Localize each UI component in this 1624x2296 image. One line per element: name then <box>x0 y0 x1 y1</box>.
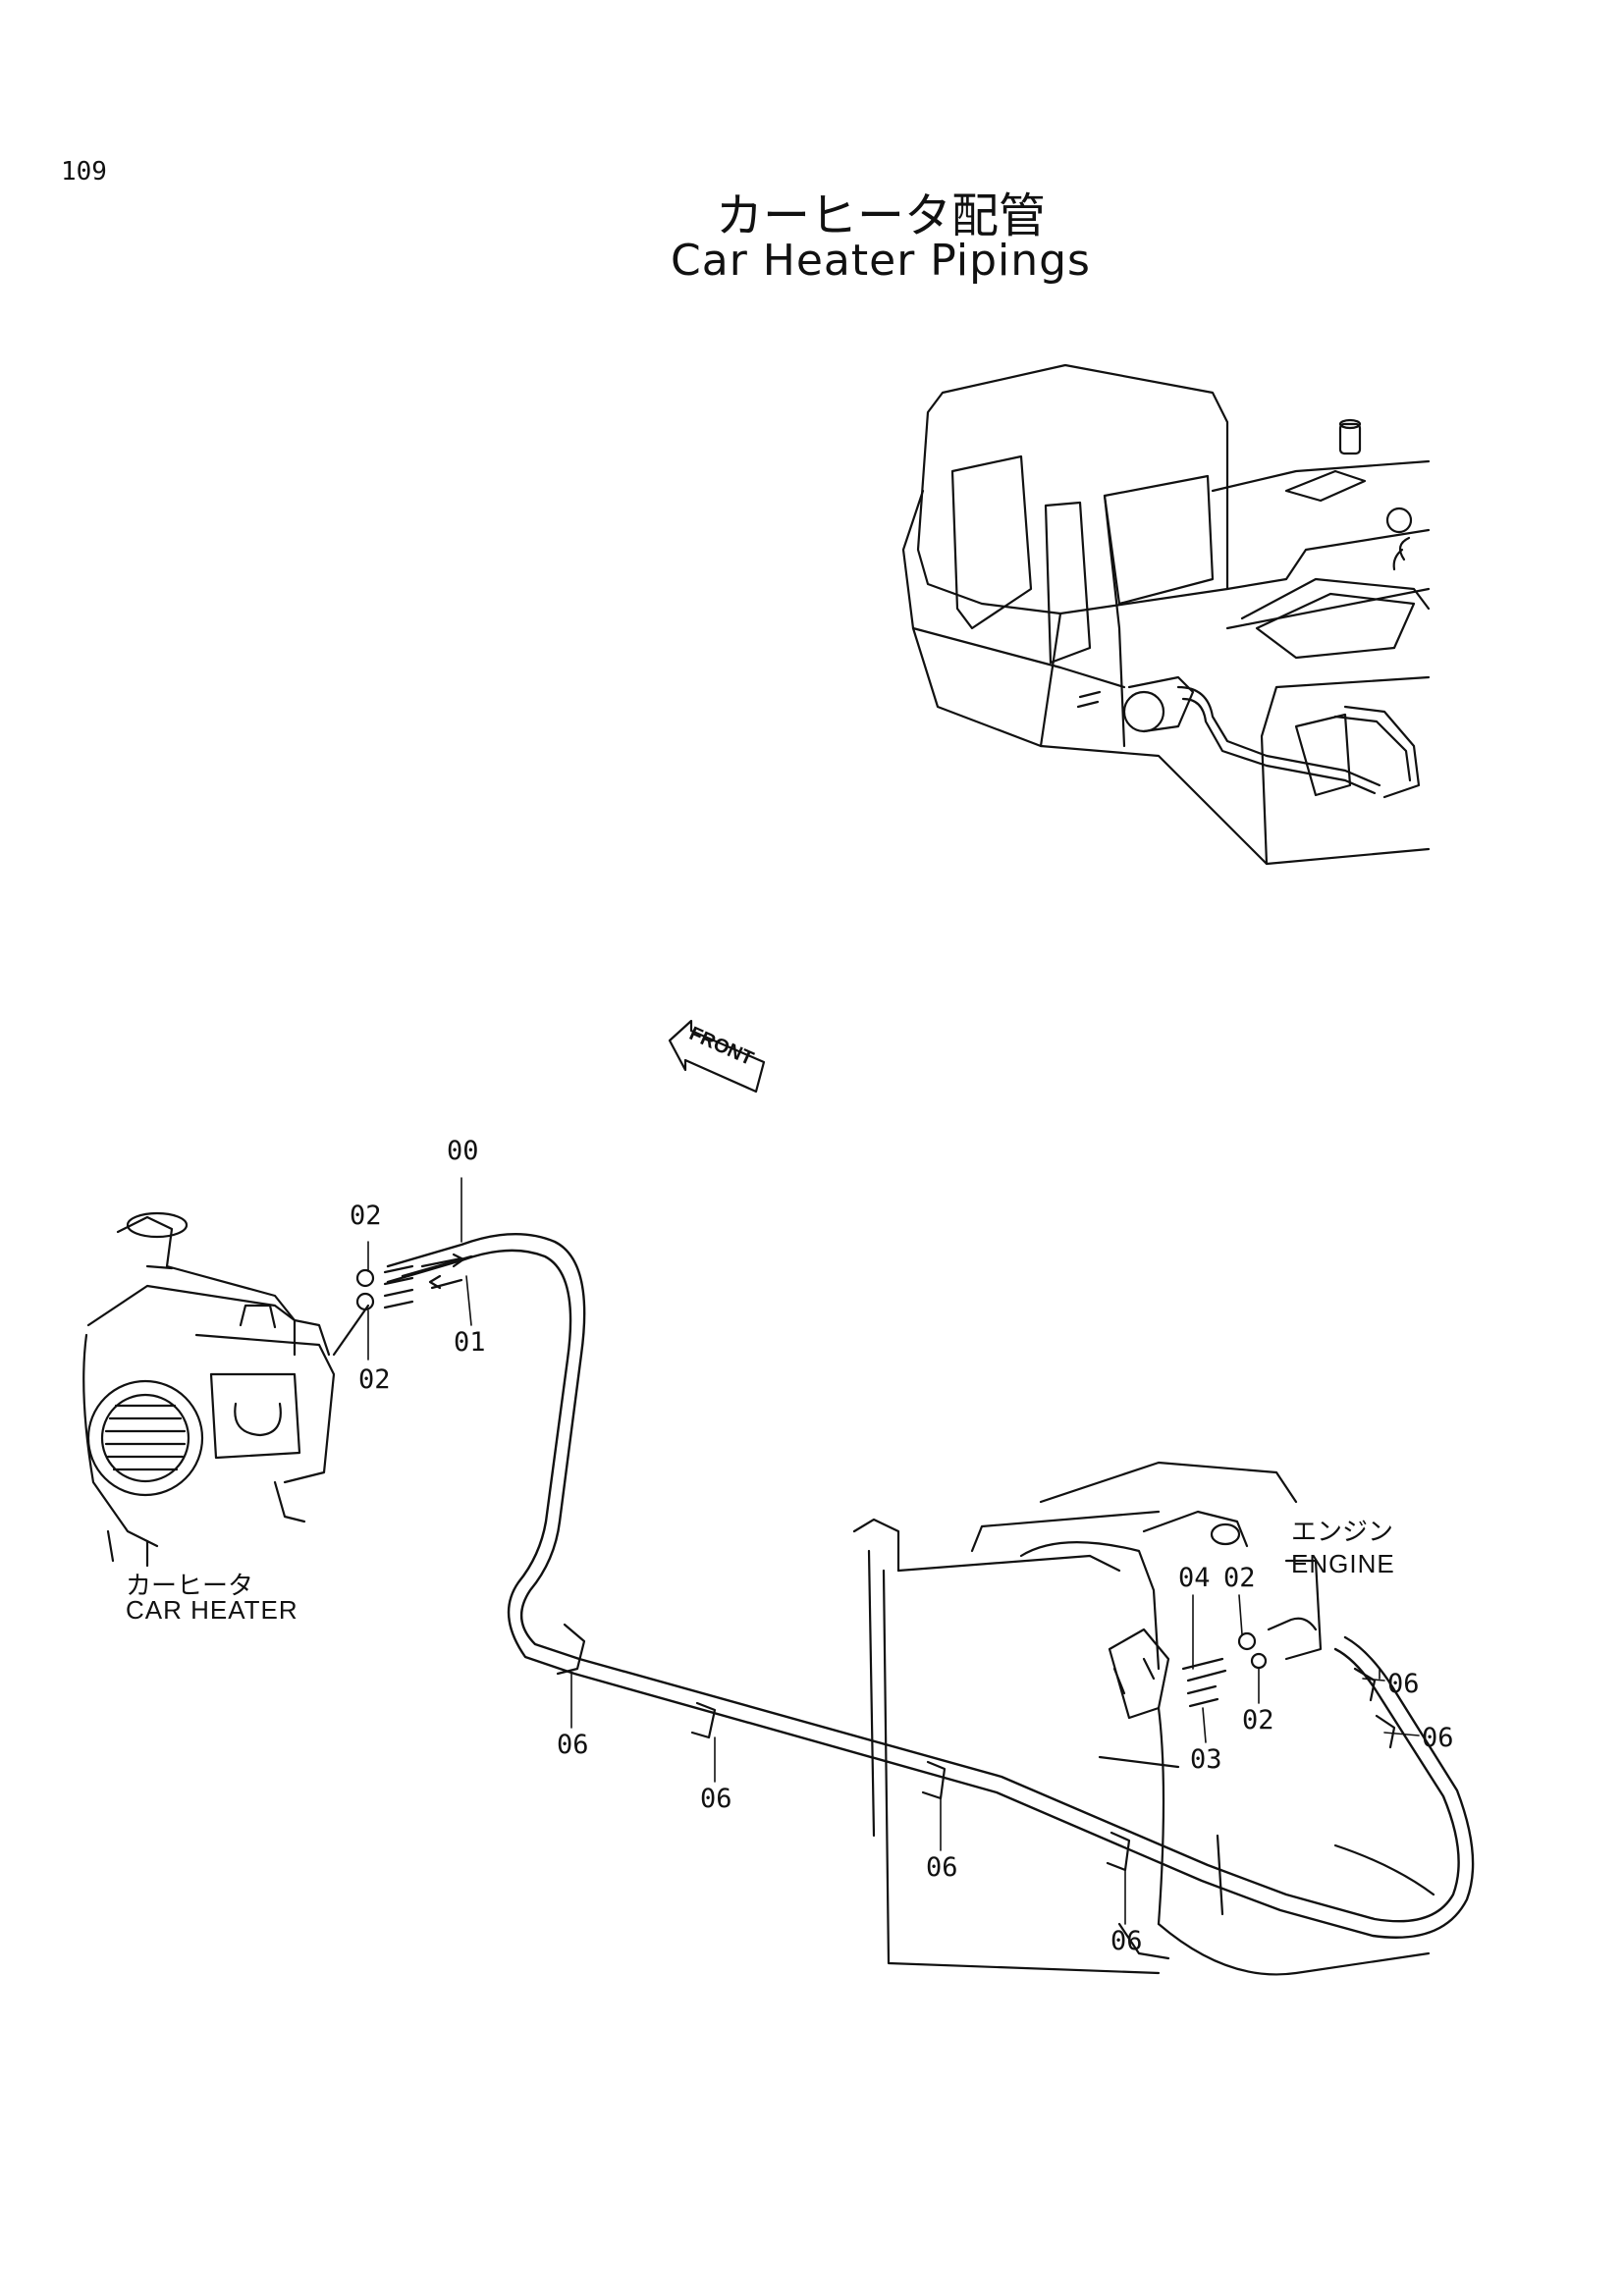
callout-02: 02 <box>1223 1563 1256 1593</box>
callout-00: 00 <box>447 1136 479 1166</box>
callout-01: 01 <box>454 1327 486 1358</box>
callout-06: 06 <box>1110 1926 1143 1956</box>
callout-06: 06 <box>1422 1723 1454 1753</box>
hose-clamps <box>556 1623 1396 1872</box>
callout-06: 06 <box>700 1784 732 1814</box>
callout-03: 03 <box>1190 1744 1222 1775</box>
callout-leader-lines <box>367 1177 1420 1925</box>
heater-hose-run <box>386 1233 1475 1939</box>
front-direction-arrow <box>668 1019 766 1094</box>
callout-02: 02 <box>350 1201 382 1231</box>
machine-overview-illustration <box>901 363 1431 866</box>
engine-label-en: ENGINE <box>1291 1549 1395 1578</box>
page-number: 109 <box>61 157 107 187</box>
callout-06: 06 <box>1387 1669 1420 1699</box>
callout-02: 02 <box>358 1364 391 1395</box>
car-heater-label-en: CAR HEATER <box>126 1595 298 1625</box>
engine-illustration <box>852 1461 1435 1976</box>
title-english: Car Heater Pipings <box>671 236 1091 286</box>
callout-02: 02 <box>1242 1705 1274 1735</box>
engine-label-jp: エンジン <box>1291 1517 1394 1546</box>
car-heater-label-jp: カーヒータ <box>126 1571 254 1600</box>
callout-04: 04 <box>1178 1563 1211 1593</box>
callout-06: 06 <box>557 1730 589 1760</box>
callout-06: 06 <box>926 1852 958 1883</box>
car-heater-illustration <box>82 1211 370 1568</box>
title-japanese: カーヒータ配管 <box>715 188 1046 243</box>
